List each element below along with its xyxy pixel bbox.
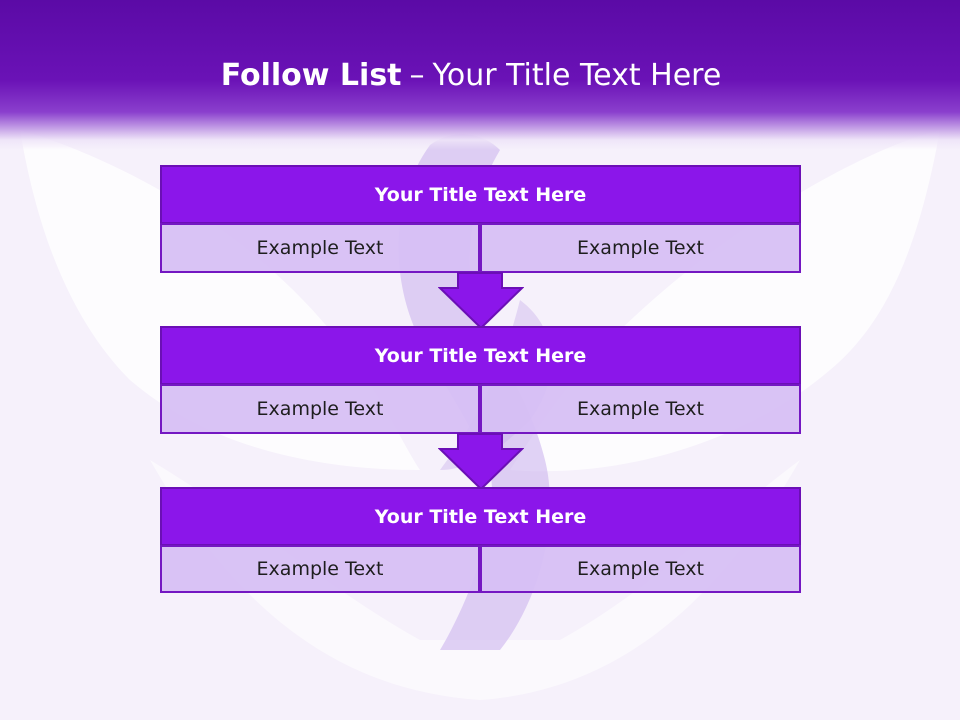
step-cell-right: Example Text	[480, 223, 801, 273]
slide-title-dash: –	[409, 58, 425, 93]
step-cell-right: Example Text	[480, 545, 801, 593]
step-cell-right: Example Text	[480, 384, 801, 434]
step-cell-left: Example Text	[160, 223, 480, 273]
step-title: Your Title Text Here	[160, 165, 801, 224]
slide-title-bold: Follow List	[220, 58, 402, 93]
slide-title: Follow List–Your Title Text Here	[0, 56, 942, 96]
step-title: Your Title Text Here	[160, 487, 801, 546]
down-arrow-icon	[438, 433, 524, 491]
header-bar	[0, 0, 960, 150]
step-title: Your Title Text Here	[160, 326, 801, 385]
slide-title-rest: Your Title Text Here	[432, 58, 722, 93]
down-arrow-icon	[438, 272, 524, 330]
step-cell-left: Example Text	[160, 384, 480, 434]
step-cell-left: Example Text	[160, 545, 480, 593]
